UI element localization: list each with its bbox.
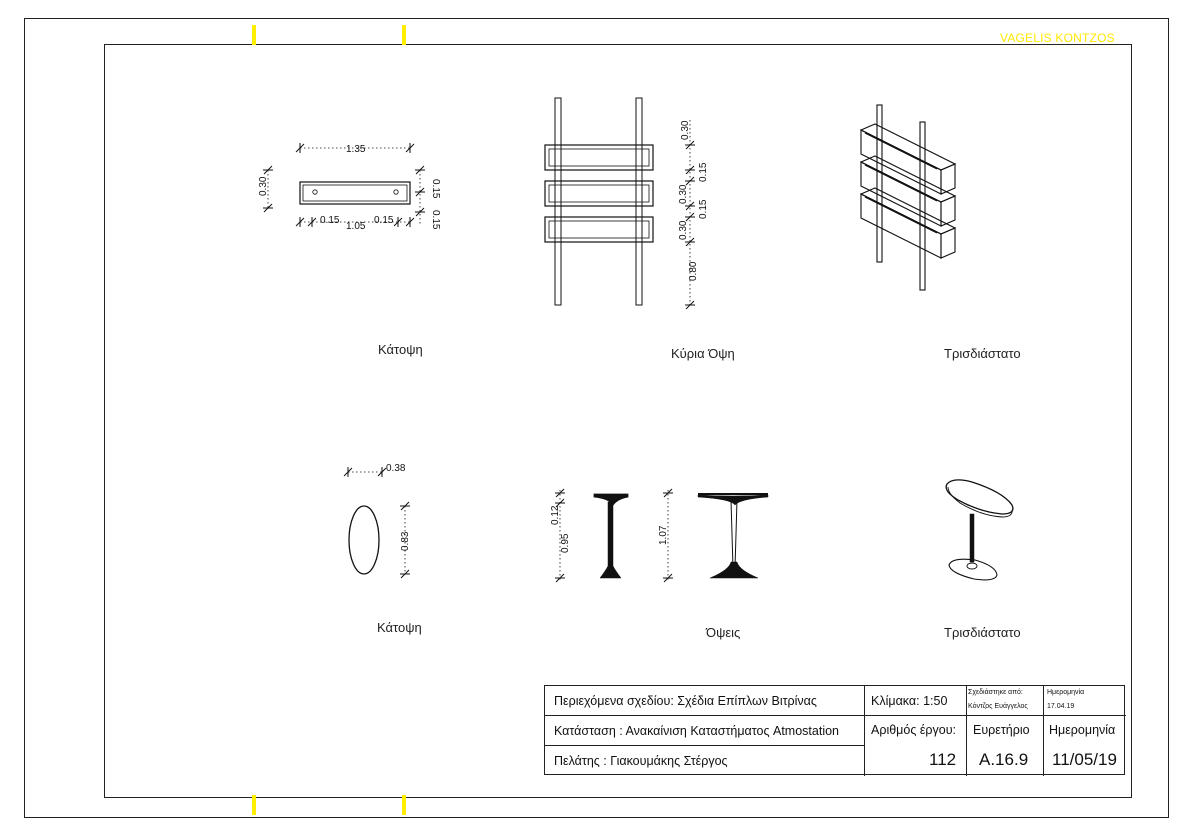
dim-front-d3: 0.30 [678,184,689,204]
index-value: A.16.9 [979,750,1029,769]
inner-frame [104,44,1132,798]
author-name: VAGELIS KONTZOS [1000,31,1115,45]
drawing-contents: Περιεχόμενα σχεδίου: Σχέδια Επίπλων Βιτρ… [554,694,817,708]
caption-table-plan: Κάτοψη [377,620,422,635]
outer-frame [24,18,1169,818]
dim-shelf-width: 1.35 [346,144,366,155]
index-label: Ευρετήριο [973,723,1030,737]
dimension-labels: 1.35 1.05 0.15 0.15 0.30 0.15 0.15 0.30 … [258,120,709,553]
dim-front-d4: 0.15 [698,199,709,219]
drawn-by-label: Σχεδιάστηκε από: [968,689,1023,696]
date-value: 11/05/19 [1052,750,1117,769]
drawn-by: Κόντζος Ευάγγελος [968,703,1028,710]
registration-mark [252,795,256,815]
table-3d-view [945,479,1014,581]
dim-shelf-right-offset: 0.15 [374,215,394,226]
dim-table-height-side: 0.95 [560,533,571,553]
caption-shelf-front: Κύρια Όψη [671,346,735,361]
dim-shelf-inner: 1.05 [346,221,366,232]
date-label: Ημερομηνία [1049,723,1116,737]
drawing-status: Κατάσταση : Ανακαίνιση Καταστήματος Atmo… [554,724,839,738]
title-block: Περιεχόμενα σχεδίου: Σχέδια Επίπλων Βιτρ… [544,685,1126,776]
dim-shelf-depth: 0.30 [258,176,269,196]
project-number: 112 [929,750,957,769]
dim-shelf-right-bottom: 0.15 [430,210,441,230]
dim-table-width: 0.38 [386,463,406,474]
project-number-label: Αριθμός έργου: [871,723,957,737]
registration-mark [252,25,256,45]
dim-table-height-front: 1.07 [658,525,669,545]
dim-front-d5: 0.30 [678,220,689,240]
caption-shelf-plan: Κάτοψη [378,342,423,357]
date-small: 17.04.19 [1047,703,1075,710]
dim-front-d6: 0.80 [688,261,699,281]
registration-mark [402,795,406,815]
shelf-3d-view [859,104,957,291]
date-small-label: Ημερομηνία [1047,689,1085,696]
dim-front-d1: 0.30 [680,120,691,140]
dim-table-top-thickness: 0.12 [550,505,561,525]
drawing-scale: Κλίμακα: 1:50 [871,694,948,708]
caption-shelf-3d: Τρισδιάστατο [944,346,1021,361]
registration-mark [402,25,406,45]
table-plan [343,467,410,579]
dim-shelf-right-top: 0.15 [430,179,441,199]
caption-table-3d: Τρισδιάστατο [944,625,1021,640]
dim-front-d2: 0.15 [698,162,709,182]
table-views [555,488,769,583]
dim-table-length: 0.83 [400,531,411,551]
caption-table-views: Όψεις [706,625,741,640]
shelf-plan [263,143,425,227]
dim-shelf-left-offset: 0.15 [320,215,340,226]
drawing-client: Πελάτης : Γιακουμάκης Στέργος [554,754,728,768]
shelf-front-view [544,97,695,310]
